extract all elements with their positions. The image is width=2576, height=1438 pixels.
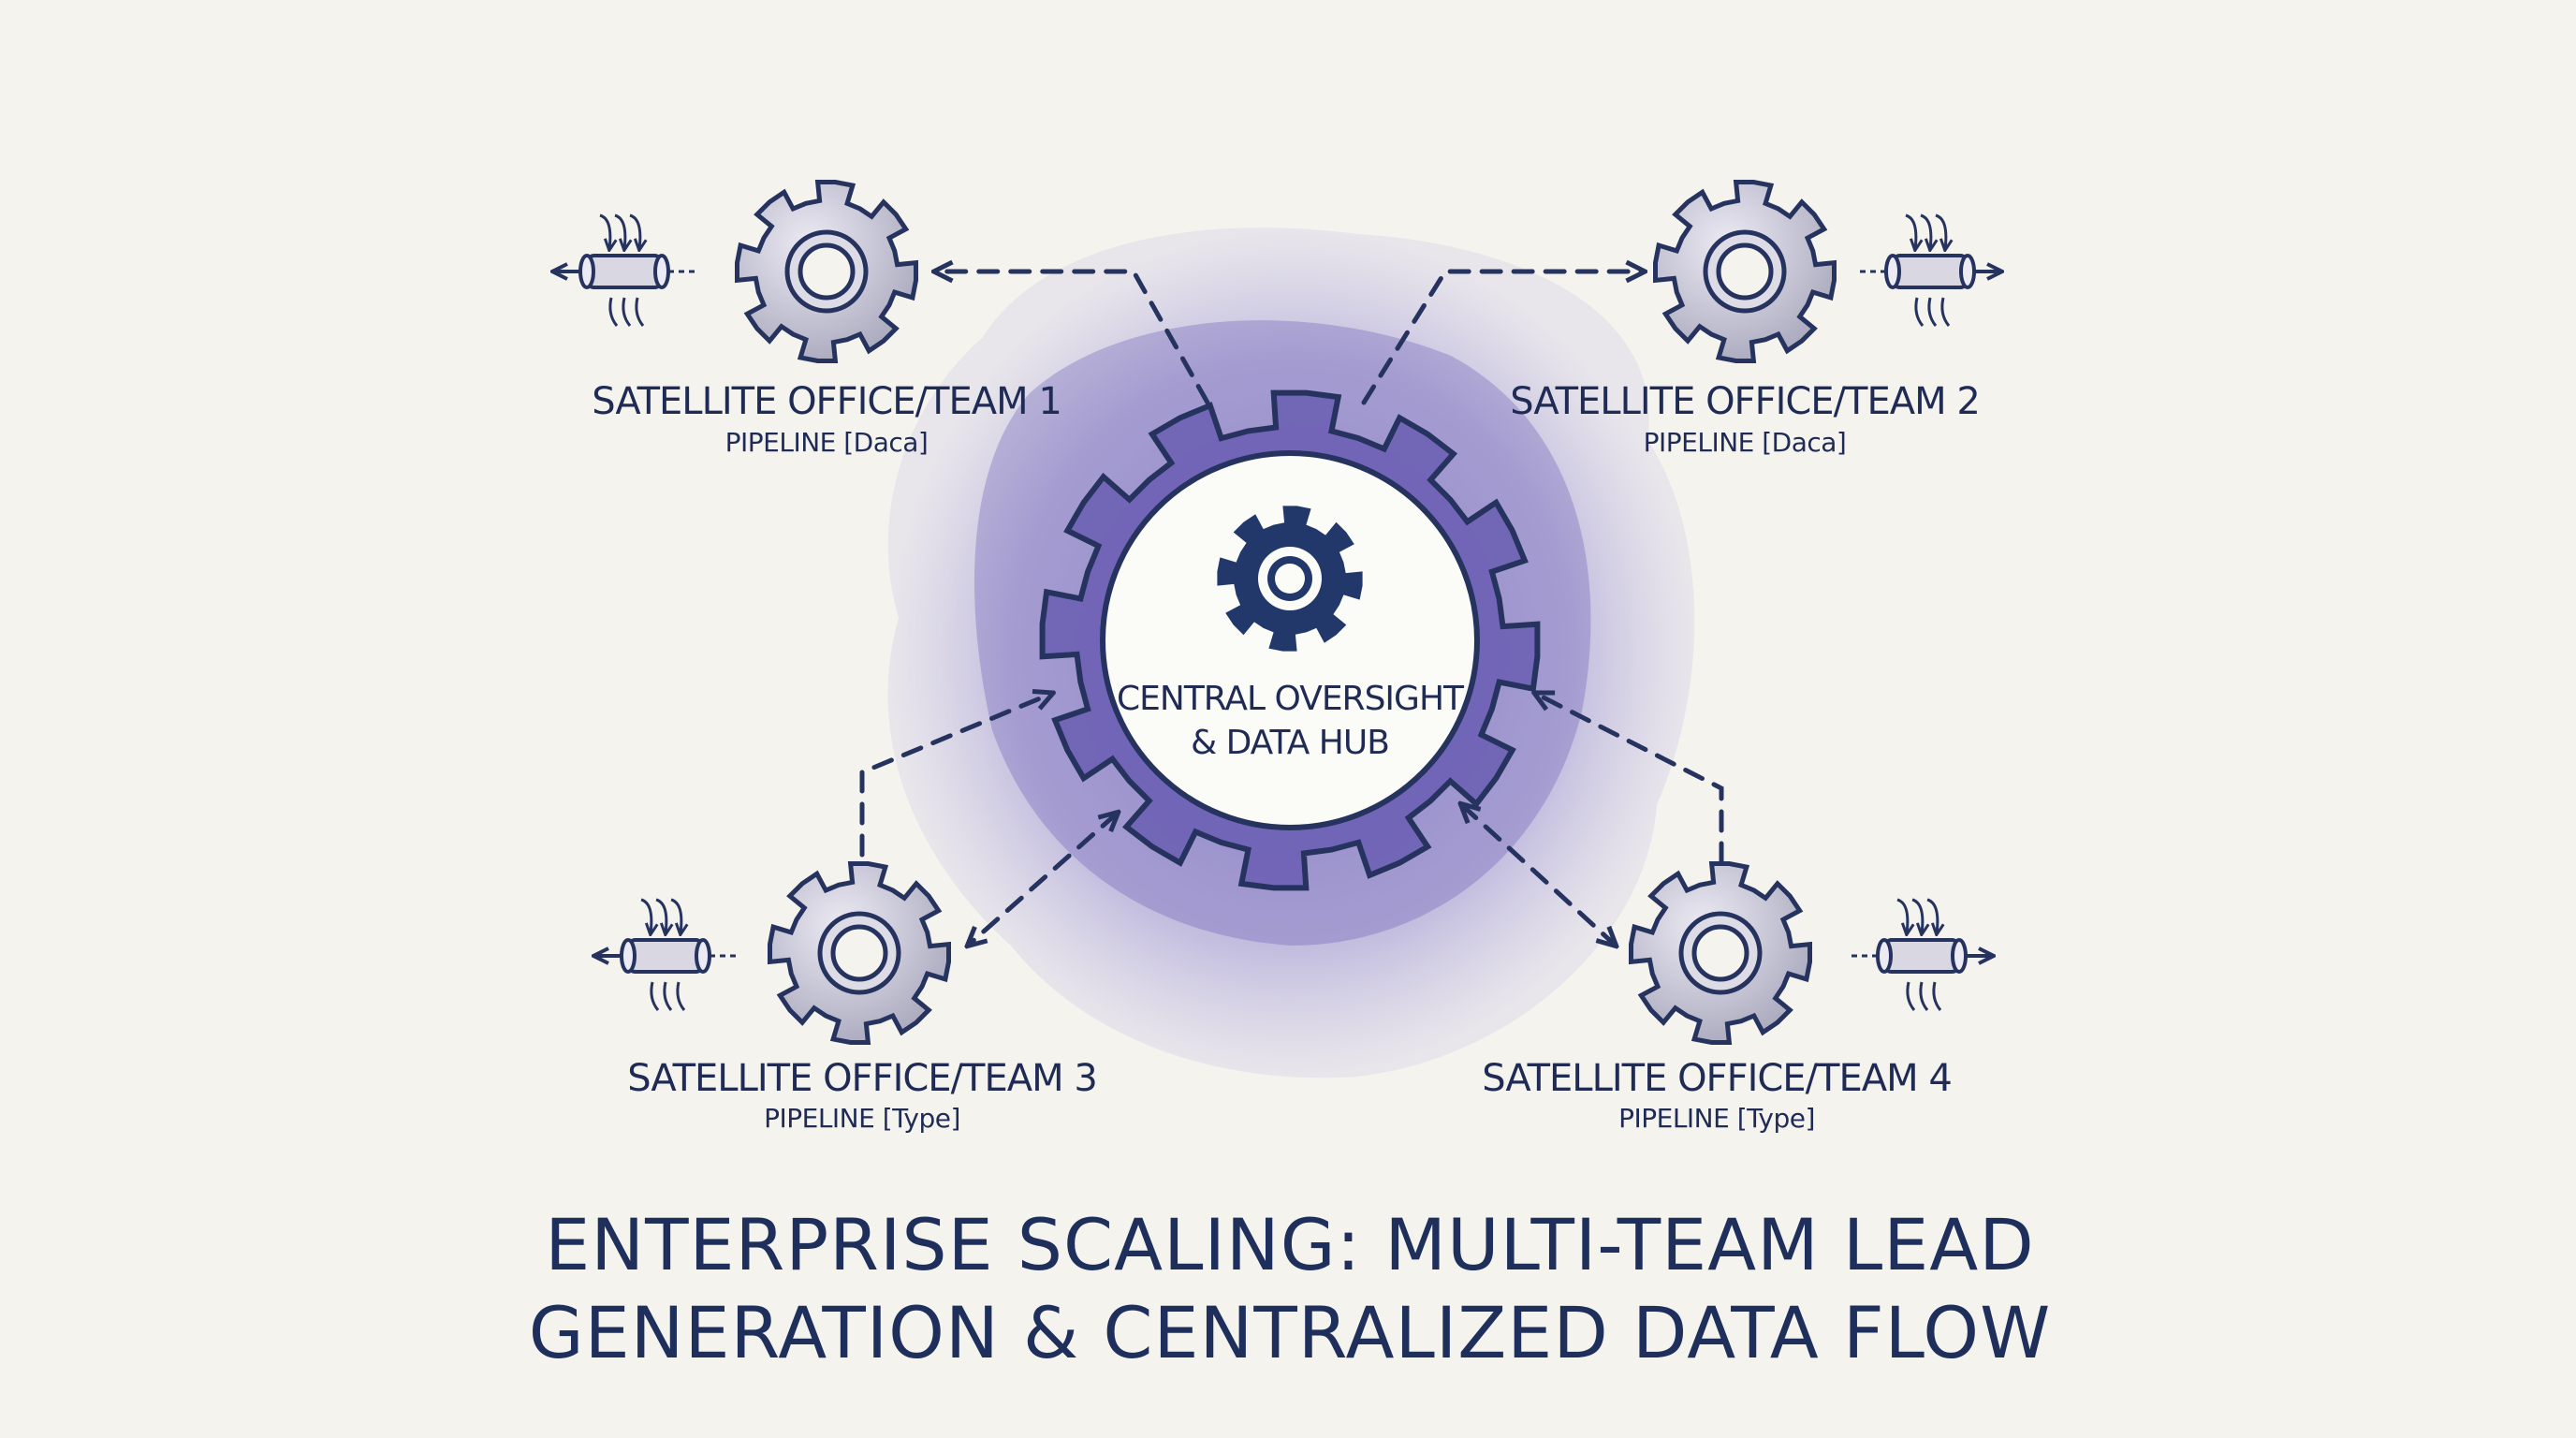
hub-label-line1: CENTRAL OVERSIGHT <box>1117 680 1465 718</box>
pipeline-icon <box>554 213 695 327</box>
pipeline-icon <box>1852 898 1992 1011</box>
gear-hole <box>1716 242 1774 301</box>
gear-hole <box>1691 924 1749 982</box>
title-line-2: GENERATION & CENTRALIZED DATA FLOW <box>529 1291 2052 1374</box>
connector-team-3a <box>859 694 1051 858</box>
team-3-pipeline: PIPELINE [Type] <box>764 1103 960 1134</box>
team-1-pipeline: PIPELINE [Daca] <box>725 427 929 458</box>
satellite-team-2 <box>1653 180 2001 363</box>
connector-team-4a <box>1536 694 1724 865</box>
central-hub-gear: CENTRAL OVERSIGHT & DATA HUB <box>1039 389 1541 891</box>
team-2-name: SATELLITE OFFICE/TEAM 2 <box>1510 380 1980 423</box>
connector-team-1 <box>936 271 1210 405</box>
pipeline-icon <box>595 898 736 1011</box>
team-2-pipeline: PIPELINE [Daca] <box>1644 427 1847 458</box>
title-line-1: ENTERPRISE SCALING: MULTI-TEAM LEAD <box>545 1203 2035 1286</box>
satellite-team-4 <box>1629 861 1993 1045</box>
team-4-pipeline: PIPELINE [Type] <box>1618 1103 1815 1134</box>
team-4-name: SATELLITE OFFICE/TEAM 4 <box>1482 1057 1952 1100</box>
satellite-team-1 <box>554 180 918 363</box>
team-3-name: SATELLITE OFFICE/TEAM 3 <box>627 1057 1097 1100</box>
hub-label-line2: & DATA HUB <box>1191 724 1389 762</box>
satellite-team-3 <box>595 861 951 1045</box>
gear-hole <box>798 242 856 301</box>
connector-team-2 <box>1361 271 1643 405</box>
connector-team-4b <box>1462 805 1615 945</box>
connector-team-3b <box>969 814 1117 945</box>
connectors <box>859 271 1724 945</box>
gear-hole <box>830 924 888 982</box>
pipeline-icon <box>1860 213 2000 327</box>
team-1-name: SATELLITE OFFICE/TEAM 1 <box>592 380 1061 423</box>
